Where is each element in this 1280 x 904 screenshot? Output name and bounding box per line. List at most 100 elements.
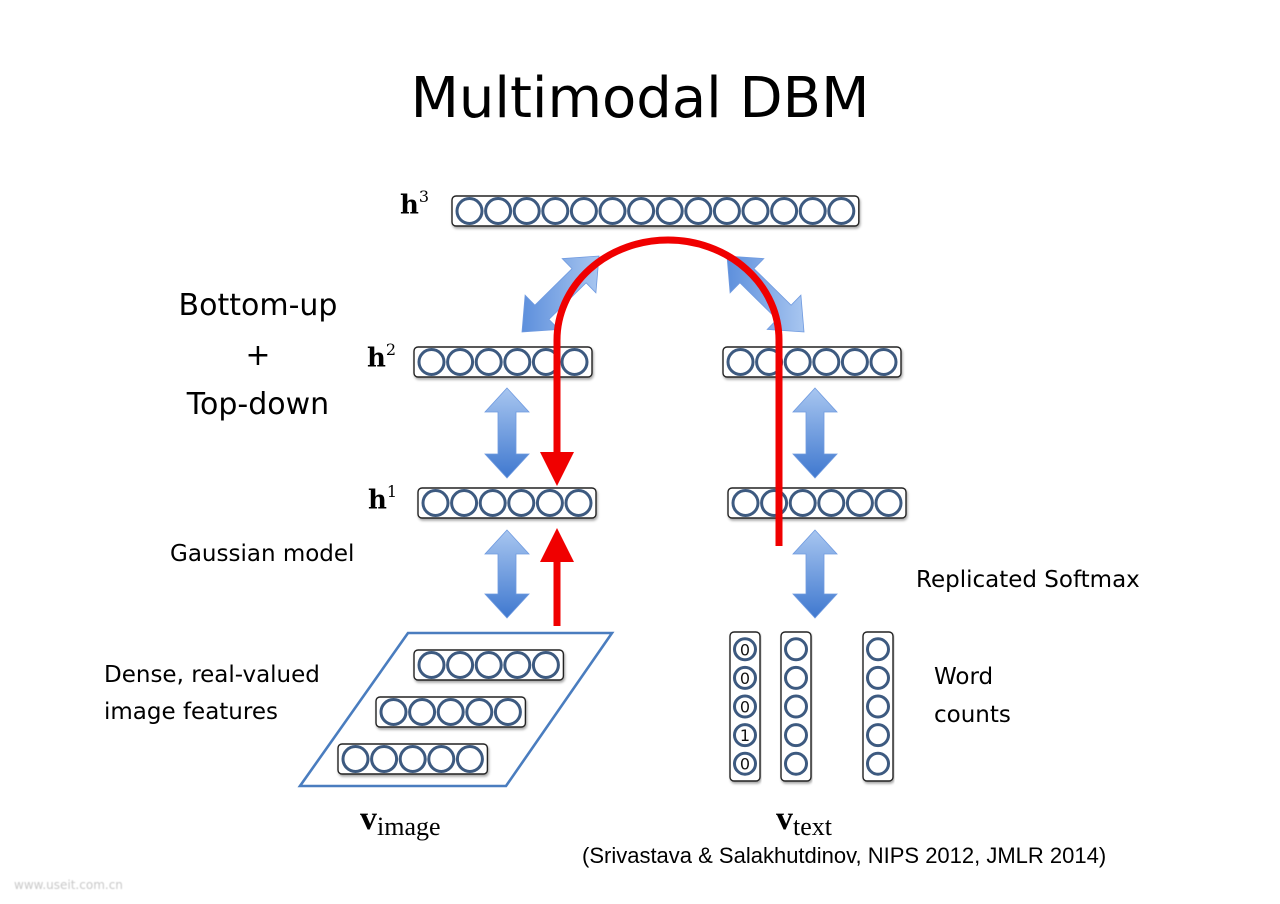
- word-label: Word: [934, 664, 994, 690]
- h2-left-layer-unit: [417, 348, 446, 376]
- h2-right-layer-unit: [783, 348, 812, 376]
- h3-layer-unit: [770, 197, 799, 225]
- h3-layer-unit: [569, 197, 598, 225]
- word-count-column-unit: [866, 637, 890, 662]
- v-h1-right-double-arrow: [792, 529, 838, 619]
- h2-right-layer-unit: [726, 348, 755, 376]
- v-image-main: v: [360, 800, 377, 837]
- h3-layer-unit: [455, 197, 484, 225]
- h2-left-layer-unit: [560, 348, 589, 376]
- word-count-column-unit-value: 0: [740, 640, 750, 659]
- v-image-label: vimage: [360, 800, 441, 841]
- h1-right-layer-unit: [788, 489, 817, 517]
- image-feature-row-unit: [427, 745, 456, 773]
- word-count-column-unit: [866, 694, 890, 719]
- red-inference-path: [553, 236, 783, 546]
- h1-right-layer-unit: [817, 489, 846, 517]
- top-down-label: Top-down: [186, 387, 330, 422]
- h3-label: h3: [400, 187, 430, 221]
- h3-layer-unit: [798, 197, 827, 225]
- h3-layer: [451, 195, 860, 227]
- v-text-main: v: [776, 800, 793, 837]
- h2-right-layer: [722, 346, 902, 378]
- image-feature-row-unit: [474, 651, 503, 679]
- h2-left-layer: [413, 346, 593, 378]
- h2-left-layer-unit: [503, 348, 532, 376]
- h3-layer-box: [451, 195, 860, 227]
- image-feature-row-unit: [398, 745, 427, 773]
- slide-title: Multimodal DBM: [410, 66, 870, 131]
- image-feature-row-unit: [446, 651, 475, 679]
- word-count-column-unit: [784, 637, 808, 662]
- word-count-column-unit: [733, 694, 757, 719]
- word-count-column-unit-value: 0: [740, 669, 750, 688]
- dense-features-label-1: Dense, real-valued: [104, 662, 320, 688]
- red-arrowhead-down: [540, 452, 574, 486]
- image-feature-row-unit: [455, 745, 484, 773]
- h1-sup: 1: [386, 482, 398, 501]
- h3-layer-unit: [484, 197, 513, 225]
- h3-layer-unit: [627, 197, 656, 225]
- plus-label: +: [245, 338, 271, 373]
- h3-sup: 3: [418, 187, 430, 206]
- h2-sup: 2: [385, 340, 397, 359]
- h1-left-layer-unit: [564, 489, 593, 517]
- bottom-up-label: Bottom-up: [178, 288, 338, 323]
- h1-h2-left-double-arrow: [484, 387, 530, 479]
- h1-right-layer-unit: [845, 489, 874, 517]
- h2-right-layer-unit: [812, 348, 841, 376]
- word-count-column-unit: [733, 665, 757, 690]
- h3-layer-unit: [741, 197, 770, 225]
- h3-layer-unit: [598, 197, 627, 225]
- dense-features-label-2: image features: [104, 699, 278, 725]
- image-feature-row-unit: [417, 651, 446, 679]
- word-count-column-unit: [866, 665, 890, 690]
- h3-layer-unit: [655, 197, 684, 225]
- citation: (Srivastava & Salakhutdinov, NIPS 2012, …: [582, 843, 1107, 868]
- h3-layer-unit: [712, 197, 741, 225]
- image-feature-row: [413, 649, 565, 681]
- image-feature-row-unit: [503, 651, 532, 679]
- image-feature-row-unit: [408, 698, 437, 726]
- h1-right-layer-unit: [874, 489, 903, 517]
- h1-right-layer-box: [727, 487, 907, 519]
- v-h1-left-double-arrow: [484, 529, 530, 619]
- image-feature-row-unit: [370, 745, 399, 773]
- h3-layer-unit: [684, 197, 713, 225]
- image-feature-row-unit: [436, 698, 465, 726]
- h1-left-layer-box: [417, 487, 597, 519]
- word-count-column-unit: [784, 665, 808, 690]
- h2-left-layer-unit: [474, 348, 503, 376]
- h1-right-layer-unit: [731, 489, 760, 517]
- word-count-column-unit-value: 0: [740, 698, 750, 717]
- h3-layer-unit: [512, 197, 541, 225]
- word-count-column-unit: [733, 723, 757, 748]
- watermark: www.useit.com.cn: [14, 878, 123, 892]
- h3-layer-unit: [827, 197, 856, 225]
- word-count-column-unit: [866, 723, 890, 748]
- replicated-softmax-label: Replicated Softmax: [916, 567, 1140, 593]
- h1-name: h: [368, 485, 387, 516]
- image-feature-row: [337, 743, 489, 775]
- word-count-column-unit: [784, 694, 808, 719]
- h1-left-layer-unit: [507, 489, 536, 517]
- h2-right-layer-unit: [869, 348, 898, 376]
- word-count-column-unit-value: 1: [740, 726, 750, 745]
- word-count-column-unit: [784, 723, 808, 748]
- h2-label: h2: [367, 340, 397, 374]
- red-arrowhead-up: [540, 528, 574, 562]
- v-image-sub: image: [377, 812, 441, 841]
- h1-right-layer-unit: [760, 489, 789, 517]
- word-count-column: [862, 631, 894, 782]
- gaussian-model-label: Gaussian model: [170, 541, 355, 567]
- h2-left-layer-box: [413, 346, 593, 378]
- h1-left-layer-unit: [450, 489, 479, 517]
- image-feature-row-unit: [341, 745, 370, 773]
- h1-left-layer: [417, 487, 597, 519]
- h2-right-layer-box: [722, 346, 902, 378]
- image-feature-row-unit: [531, 651, 560, 679]
- image-feature-row-unit: [379, 698, 408, 726]
- h3-layer-unit: [541, 197, 570, 225]
